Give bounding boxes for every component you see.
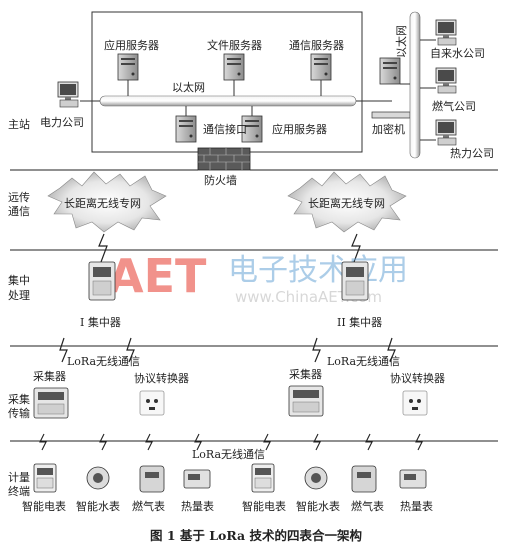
- converter-left-icon: [139, 390, 165, 416]
- water-company-pc-icon: [435, 19, 457, 46]
- tier-collect-label-1: 采集: [8, 392, 30, 406]
- encryptor-label: 加密机: [372, 122, 405, 136]
- lora-right-label: LoRa无线通信: [327, 354, 400, 368]
- converter-right-label: 协议转换器: [390, 371, 445, 385]
- wireless-links-remote: [98, 233, 361, 263]
- concentrator-left-label: I 集中器: [80, 315, 121, 329]
- company-links: [400, 39, 436, 141]
- gas-company-label: 燃气公司: [432, 99, 476, 113]
- meter-group1-water-label: 智能水表: [76, 499, 120, 513]
- meter-group2-water-label: 智能水表: [296, 499, 340, 513]
- concentrator-right-icon: [341, 261, 369, 301]
- meter-group2-electric-label: 智能电表: [242, 499, 286, 513]
- smart-water-meter-icon-2: [304, 466, 328, 490]
- left-network-label: 长距离无线专网: [64, 196, 141, 210]
- concentrator-right-label: II 集中器: [337, 315, 382, 329]
- meter-group1-heat-label: 热量表: [181, 499, 214, 513]
- app-server-bottom-label: 应用服务器: [272, 122, 327, 136]
- tier-meter-label-2: 终端: [8, 484, 30, 498]
- converter-left-label: 协议转换器: [134, 371, 189, 385]
- heat-meter-icon-2: [399, 469, 427, 489]
- app-server-top-icon: [117, 53, 139, 81]
- encryptor-icon: [379, 57, 401, 85]
- meter-group2-heat-label: 热量表: [400, 499, 433, 513]
- smart-electric-meter-icon-1: [33, 463, 57, 493]
- ethernet-bus: [99, 95, 357, 107]
- firewall-icon: [197, 147, 251, 171]
- lora-left-label: LoRa无线通信: [67, 354, 140, 368]
- water-company-label: 自来水公司: [430, 47, 485, 60]
- gas-meter-icon-1: [139, 465, 165, 493]
- watermark-chinese: 电子技术应用: [228, 253, 408, 288]
- watermark-logo: AET: [108, 249, 207, 303]
- power-company-pc-icon: [57, 81, 79, 108]
- left-network-cloud: [47, 171, 167, 233]
- comm-server-icon: [310, 53, 332, 81]
- converter-right-icon: [402, 390, 428, 416]
- tier-collect-label-2: 传输: [8, 406, 30, 420]
- ethernet-vertical-label: 以太网: [395, 25, 408, 58]
- smart-water-meter-icon-1: [86, 466, 110, 490]
- tier-concentrate-label-1: 集中: [8, 273, 30, 287]
- tier-concentrate-label-2: 处理: [8, 289, 30, 302]
- firewall-label: 防火墙: [204, 173, 237, 187]
- gas-meter-icon-2: [351, 465, 377, 493]
- ethernet-label: 以太网: [172, 81, 205, 94]
- heat-meter-icon-1: [183, 469, 211, 489]
- heat-company-label: 热力公司: [450, 147, 494, 160]
- right-network-label: 长距离无线专网: [308, 196, 385, 210]
- collector-left-icon: [33, 387, 69, 419]
- file-server-label: 文件服务器: [207, 38, 262, 52]
- watermark: AET 电子技术应用 www.ChinaAET.com: [108, 249, 408, 306]
- meter-icons: [33, 463, 427, 493]
- tier-remote-label-2: 通信: [8, 205, 30, 218]
- meter-group1-electric-label: 智能电表: [22, 499, 66, 513]
- heat-company-pc-icon: [435, 119, 457, 146]
- power-company-label: 电力公司: [40, 116, 84, 129]
- lora-bottom-label: LoRa无线通信: [192, 447, 265, 461]
- collector-left-label: 采集器: [33, 369, 66, 383]
- tier-master-label: 主站: [8, 117, 30, 131]
- collector-right-icon: [288, 385, 324, 417]
- file-server-icon: [223, 53, 245, 81]
- comm-interface-label: 通信接口: [203, 123, 247, 136]
- comm-server-label: 通信服务器: [289, 39, 344, 52]
- gas-company-pc-icon: [435, 67, 457, 94]
- wireless-links-collection: [59, 337, 396, 363]
- tier-meter-label-1: 计量: [8, 471, 30, 484]
- ethernet-vertical-bus: [409, 11, 421, 159]
- smart-electric-meter-icon-2: [251, 463, 275, 493]
- app-server-top-label: 应用服务器: [104, 38, 159, 52]
- comm-interface-icon: [175, 115, 197, 143]
- figure-caption: 图 1 基于 LoRa 技术的四表合一架构: [150, 528, 362, 543]
- meter-group2-gas-label: 燃气表: [351, 499, 384, 513]
- collector-right-label: 采集器: [289, 367, 322, 381]
- tier-remote-label-1: 远传: [8, 191, 30, 204]
- wireless-links-meters: [39, 433, 423, 451]
- meter-group1-gas-label: 燃气表: [132, 499, 165, 513]
- right-network-cloud: [287, 171, 407, 233]
- concentrator-left-icon: [88, 261, 116, 301]
